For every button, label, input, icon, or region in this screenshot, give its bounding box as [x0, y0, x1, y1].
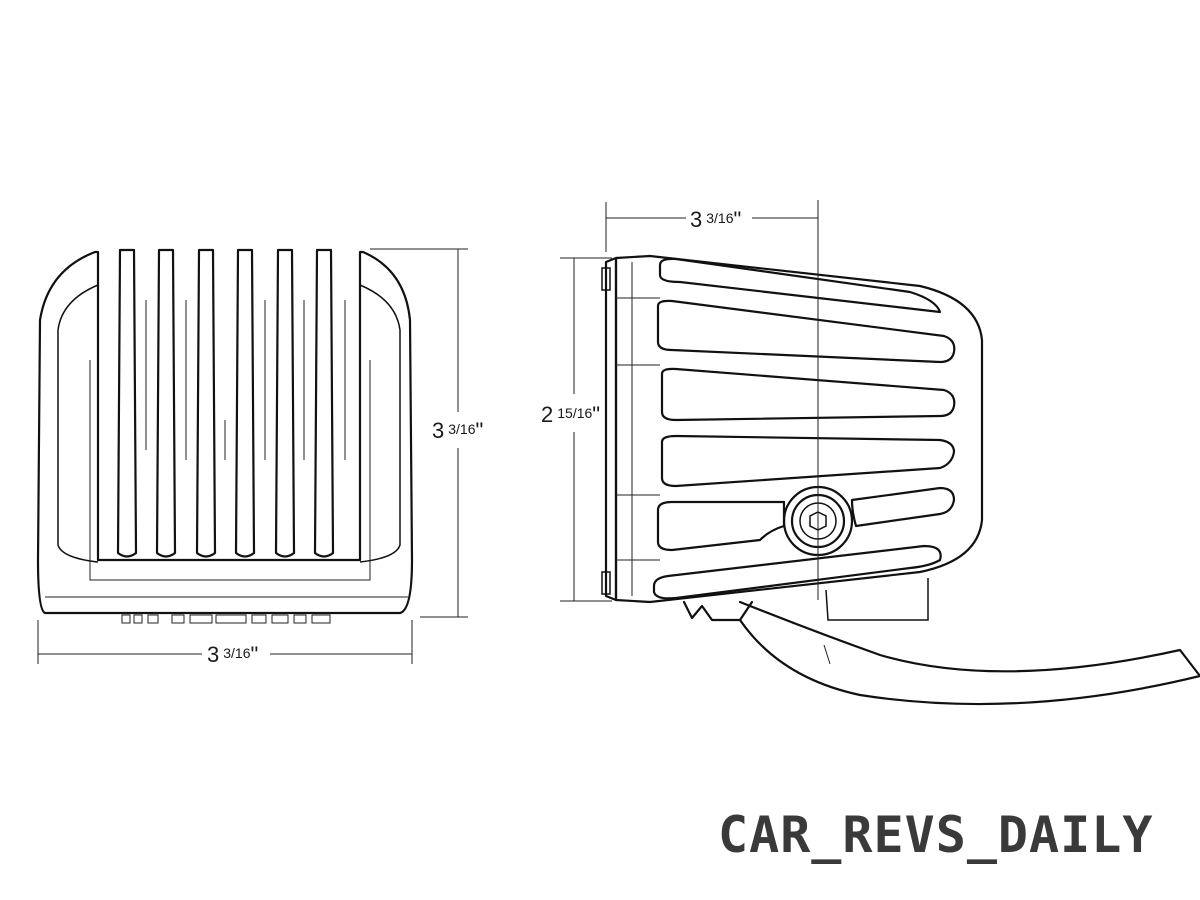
connector-pin — [133, 614, 143, 624]
side-fin — [656, 299, 956, 364]
front-fin — [234, 248, 256, 558]
front-fin — [116, 248, 138, 558]
side-fin — [660, 434, 956, 488]
front-left-panel — [57, 284, 99, 563]
mount-tab — [601, 571, 611, 595]
front-fin — [274, 248, 296, 558]
connector-pin — [215, 614, 247, 624]
front-fin — [155, 248, 177, 558]
side-mount-plate — [604, 256, 618, 602]
front-fins — [116, 248, 335, 558]
side-fin — [660, 367, 956, 422]
side-bracket — [825, 578, 929, 621]
watermark-text: CAR_REVS_DAILY — [718, 806, 1154, 864]
front-bottom-connector — [121, 614, 331, 624]
side-fins — [652, 257, 956, 600]
mount-tab — [601, 267, 611, 291]
front-fin — [313, 248, 335, 558]
cable-sleeve-line — [823, 644, 831, 665]
side-connector-boot — [682, 600, 754, 622]
side-fin — [656, 500, 786, 552]
connector-pin — [311, 614, 331, 624]
side-cable — [738, 600, 1200, 706]
front-face-edge — [89, 360, 371, 581]
connector-pin — [171, 614, 185, 624]
front-fin — [195, 248, 217, 558]
side-housing-outline — [614, 254, 984, 604]
side-fin — [658, 257, 942, 314]
connector-pin — [121, 614, 131, 624]
connector-pin — [293, 614, 307, 624]
front-right-panel — [359, 284, 401, 563]
connector-pin — [251, 614, 267, 624]
side-fin — [850, 486, 956, 528]
connector-pin — [271, 614, 289, 624]
side-fin — [652, 544, 942, 600]
front-fin-gap-lines — [145, 300, 346, 460]
front-housing-outline — [36, 250, 414, 615]
connector-pin — [147, 614, 159, 624]
connector-pin — [189, 614, 213, 624]
